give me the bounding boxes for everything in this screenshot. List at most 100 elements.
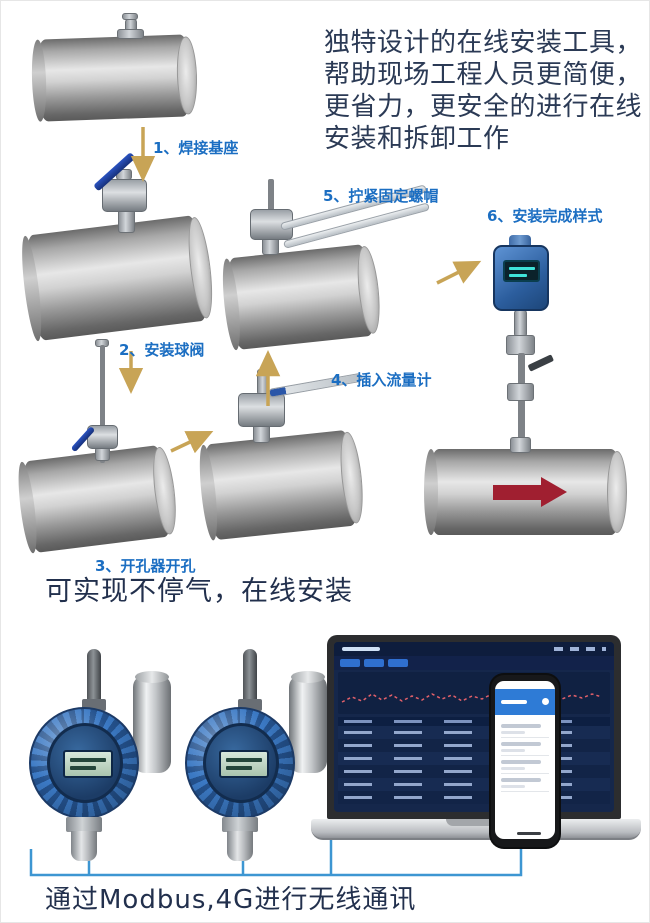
dashboard-topbar [334,642,614,656]
detector-neck [66,817,102,832]
drill-rod [100,345,105,463]
home-indicator [517,832,541,835]
gas-detector-a [29,649,179,864]
pipe-step-5 [222,243,380,351]
row-cells-placeholder [344,796,594,799]
dashboard [334,642,614,812]
step-label-1: 1、焊接基座 [153,139,239,157]
meter-base-fitting [510,437,531,453]
antenna-icon [87,649,101,703]
app-title-placeholder [501,700,527,704]
detector-sensor [71,831,97,861]
list-item [501,775,549,792]
ball-valve [102,179,147,212]
step-label-2: 2、安装球阀 [119,341,205,359]
table-row [338,791,610,804]
meter-handle [527,354,555,372]
meter-top-cap [509,235,531,248]
step-label-5: 5、拧紧固定螺帽 [323,187,439,205]
table-row [338,765,610,778]
lcd-line [70,766,96,770]
phone-screen [495,681,555,839]
meter-neck [514,310,527,337]
list-item [501,757,549,774]
item-text-placeholder [501,760,541,764]
lcd-line [226,766,252,770]
detector-sensor [227,831,253,861]
chart-line [341,693,603,703]
row-cells-placeholder [344,757,594,760]
table-row [338,752,610,765]
item-text-placeholder [501,724,541,728]
topbar-menu-placeholder [554,647,606,651]
detector-neck [222,817,258,832]
dashboard-chart [338,672,610,714]
header-cells-placeholder [344,720,594,723]
row-cells-placeholder [344,744,594,747]
meter-stem [518,353,525,453]
toolbar-chip [340,659,360,667]
pipe-step-1 [33,34,195,122]
toolbar-chip [364,659,384,667]
detector-display [63,750,113,778]
lcd-line [509,267,535,270]
dashboard-table [338,726,610,806]
insertion-stem [268,179,274,211]
item-subtext-placeholder [501,749,525,752]
table-row [338,739,610,752]
detector-face [203,723,279,803]
dashboard-toolbar [334,656,614,670]
item-text-placeholder [501,742,541,746]
app-header-icon [542,698,549,705]
laptop-screen [327,635,621,819]
pipe-step-6 [424,449,627,535]
step-label-6: 6、安装完成样式 [487,207,603,225]
valve-stand [95,447,110,461]
flow-direction-arrowhead-icon [541,477,567,507]
ball-valve [238,393,285,427]
lcd-line [509,274,527,277]
flow-direction-arrow-icon [493,485,541,500]
item-subtext-placeholder [501,731,525,734]
table-row [338,778,610,791]
caption-communication: 通过Modbus,4G进行无线通讯 [45,885,417,915]
pipe-step-2 [21,214,213,342]
antenna-icon [243,649,257,703]
toolbar-chip [388,659,408,667]
step-label-4: 4、插入流量计 [331,371,432,389]
topbar-title-placeholder [342,647,380,651]
row-cells-placeholder [344,731,594,734]
detector-housing [185,707,295,819]
list-item [501,739,549,756]
app-header [495,689,555,715]
list-item [501,721,549,738]
valve-stem [257,369,269,395]
detector-face [47,723,123,803]
gas-detector-b [185,649,335,864]
pipe-step-4 [199,429,363,541]
flow-meter-head [493,245,549,311]
detector-housing [29,707,139,819]
meter-lock-nut [507,383,534,401]
laptop-notch [446,819,506,826]
sensor-cylinder [133,671,171,773]
detector-display [219,750,269,778]
sensor-cylinder [289,671,327,773]
step-label-3: 3、开孔器开孔 [95,557,196,575]
row-cells-placeholder [344,783,594,786]
arrow-step-6-icon [436,260,482,285]
meter-display [503,260,540,282]
lcd-line [70,758,106,762]
caption-online-install: 可实现不停气，在线安装 [45,576,353,607]
smartphone [491,675,559,847]
intro-text: 独特设计的在线安装工具， 帮助现场工程人员更简便， 更省力，更安全的进行在线安装… [324,28,643,154]
row-cells-placeholder [344,770,594,773]
item-subtext-placeholder [501,785,525,788]
meter-hex-nut [506,335,535,355]
item-text-placeholder [501,778,541,782]
table-header [338,717,610,726]
laptop-base [311,819,641,840]
weld-base-flange [117,29,144,39]
table-row [338,726,610,739]
